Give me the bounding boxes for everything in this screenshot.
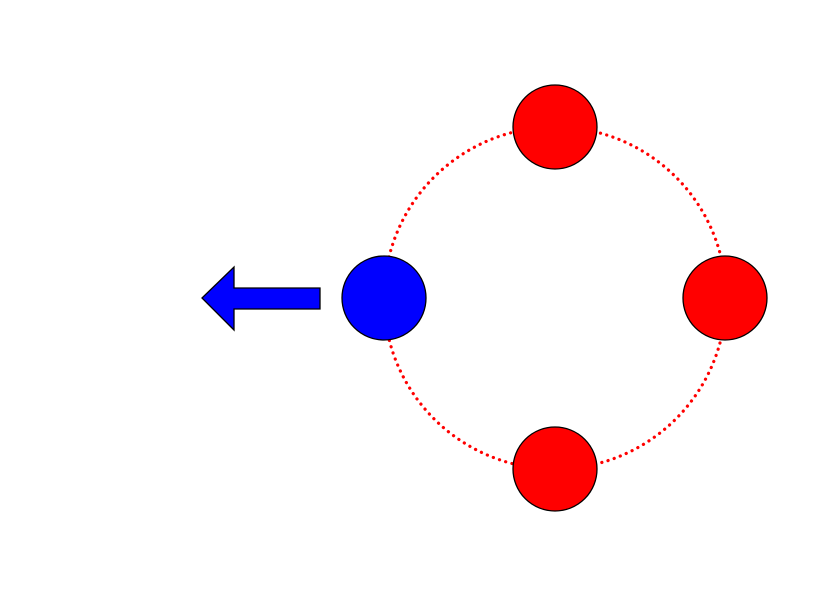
node-right [682, 255, 768, 341]
arrow-left-icon [201, 265, 321, 332]
node-bottom [512, 426, 598, 512]
node-left [341, 255, 427, 341]
node-top [512, 84, 598, 170]
